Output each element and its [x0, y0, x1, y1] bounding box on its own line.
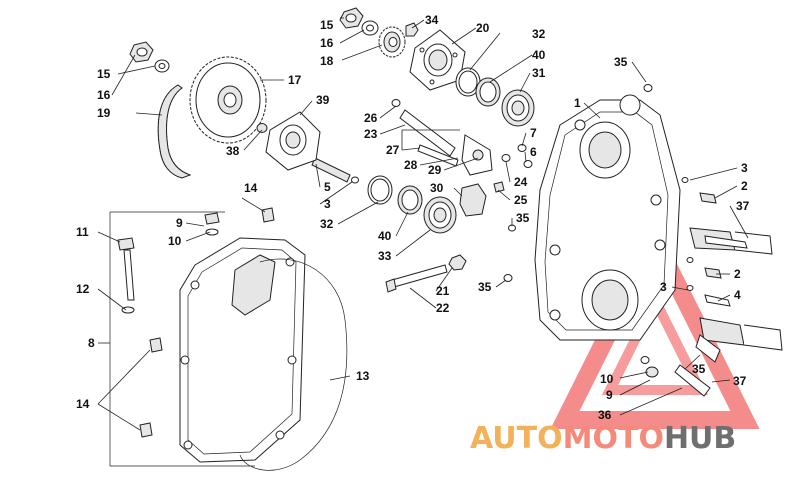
callout-2-right-mid: 2 — [734, 267, 741, 281]
callout-39: 39 — [316, 93, 330, 107]
right-shaft-lower — [699, 317, 783, 351]
tensioner-small-parts — [493, 144, 533, 193]
watermark-text: AUTOMOTOHUB — [470, 421, 736, 456]
callout-16-top: 16 — [320, 36, 334, 50]
flange-nut — [256, 123, 268, 133]
callout-35-mid: 35 — [516, 211, 530, 225]
callout-37-bottom: 37 — [733, 374, 747, 388]
watermark-hub: HUB — [664, 421, 736, 456]
callout-33: 33 — [378, 249, 392, 263]
callout-3-mid: 3 — [324, 197, 331, 211]
leader-lines — [97, 17, 749, 431]
callout-labels: 15 16 18 34 20 32 40 31 35 15 16 17 19 3… — [76, 13, 750, 422]
svg-text:AUTOMOTOHUB: AUTOMOTOHUB — [470, 421, 736, 456]
callout-9-top: 9 — [176, 216, 183, 230]
lower-o-ring — [367, 175, 393, 205]
callout-10-bottom: 10 — [600, 372, 614, 386]
callout-27: 27 — [386, 143, 400, 157]
drive-chain — [157, 84, 192, 179]
top-bearing — [501, 89, 535, 127]
callout-18: 18 — [320, 54, 334, 68]
callout-23: 23 — [364, 127, 378, 141]
callout-7: 7 — [530, 126, 537, 140]
long-bolt — [385, 264, 448, 293]
lower-shaft — [311, 157, 359, 184]
callout-9-bottom: 9 — [606, 388, 613, 402]
callout-14-bottom: 14 — [76, 397, 90, 411]
callout-13: 13 — [356, 369, 370, 383]
chaincase-housing — [534, 94, 681, 341]
callout-20: 20 — [476, 21, 490, 35]
callout-17: 17 — [288, 73, 302, 87]
group-bracket — [109, 211, 255, 467]
cover-bolts — [139, 207, 275, 438]
callout-25: 25 — [514, 193, 528, 207]
callout-40-mid: 40 — [378, 229, 392, 243]
fill-plug — [204, 212, 220, 236]
callout-35-bottom: 35 — [692, 362, 706, 376]
callout-32-top: 32 — [532, 27, 546, 41]
callout-35-lower: 35 — [478, 280, 492, 294]
callout-34: 34 — [425, 13, 439, 27]
callout-37-top: 37 — [736, 199, 750, 213]
callout-32-mid: 32 — [320, 217, 334, 231]
chaincase-cover — [179, 237, 306, 463]
top-nut — [339, 7, 364, 29]
callout-3-right-top: 3 — [741, 161, 748, 175]
bearing-flange — [409, 29, 466, 91]
callout-2-right-top: 2 — [741, 179, 748, 193]
watermark-auto: AUTO — [470, 421, 563, 456]
callout-31: 31 — [532, 66, 546, 80]
lower-bearing — [423, 196, 457, 234]
top-seal — [475, 77, 501, 107]
callout-1: 1 — [574, 96, 581, 110]
callout-38: 38 — [226, 144, 240, 158]
callout-14-top: 14 — [244, 181, 258, 195]
left-bearing-flange — [265, 111, 321, 171]
callout-15-left: 15 — [97, 67, 111, 81]
callout-4: 4 — [734, 288, 741, 302]
upper-sprocket — [189, 56, 267, 144]
callout-29: 29 — [428, 163, 442, 177]
lower-seal — [397, 185, 423, 215]
callout-26: 26 — [364, 111, 378, 125]
callout-28: 28 — [404, 158, 418, 172]
top-washer — [361, 20, 379, 36]
chaincase-gasket — [239, 258, 348, 471]
callout-12: 12 — [76, 282, 90, 296]
callout-30: 30 — [430, 181, 444, 195]
sprocket-washer — [154, 59, 170, 73]
tensioner-block — [459, 183, 487, 217]
callout-22: 22 — [436, 301, 450, 315]
callout-40-top: 40 — [532, 48, 546, 62]
callout-6: 6 — [530, 145, 537, 159]
callout-21: 21 — [436, 284, 450, 298]
callout-36: 36 — [598, 408, 612, 422]
callout-3-right-lower: 3 — [660, 280, 667, 294]
callout-16-left: 16 — [97, 88, 111, 102]
callout-19: 19 — [97, 106, 111, 120]
callout-8: 8 — [88, 336, 95, 350]
sprocket-nut — [129, 41, 154, 63]
callout-24: 24 — [514, 175, 528, 189]
callout-35-top: 35 — [614, 55, 628, 69]
callout-11: 11 — [76, 225, 89, 239]
dipstick — [117, 237, 135, 314]
callout-15-top: 15 — [320, 18, 334, 32]
bolt-nut — [448, 254, 467, 271]
tensioner-shaft — [391, 99, 456, 157]
watermark-moto: MOTO — [563, 421, 664, 456]
top-o-ring — [455, 67, 481, 97]
callout-10-top: 10 — [168, 234, 182, 248]
right-fasteners — [503, 84, 748, 397]
callout-5: 5 — [324, 180, 331, 194]
small-sprocket — [378, 26, 406, 58]
tensioner-bracket — [461, 134, 493, 176]
